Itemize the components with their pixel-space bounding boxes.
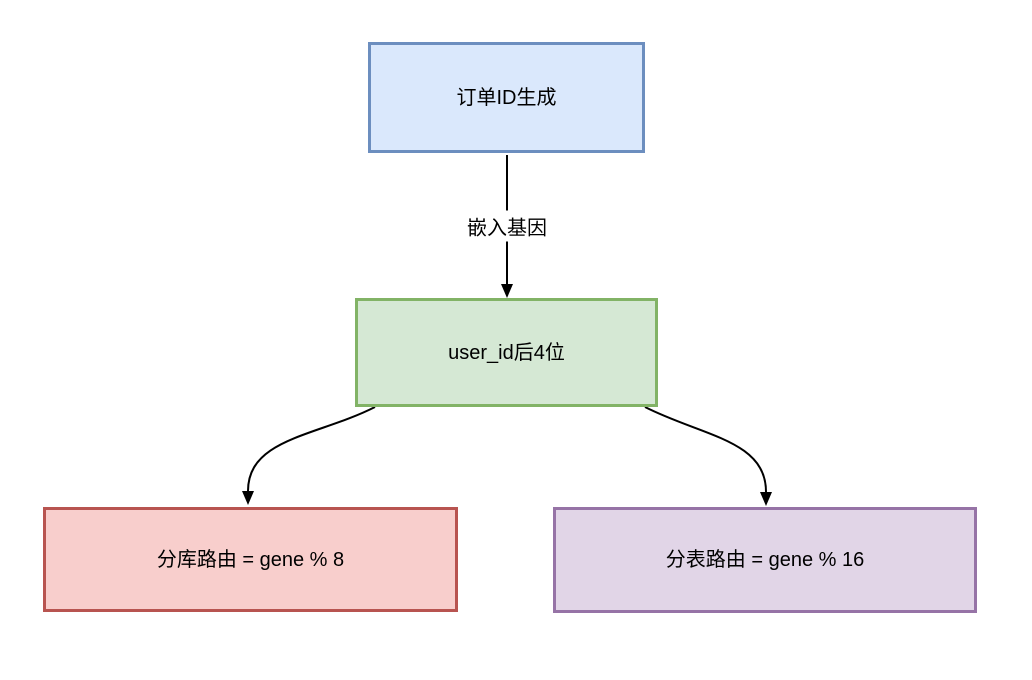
node-user-id-last4-label: user_id后4位 <box>448 341 565 364</box>
arrowhead-down-icon <box>501 284 513 298</box>
arrowhead-down-icon <box>760 492 772 506</box>
edge-to-db-routing <box>242 406 376 505</box>
node-table-routing: 分表路由 = gene % 16 <box>553 507 977 613</box>
node-db-routing-label: 分库路由 = gene % 8 <box>156 548 345 571</box>
edge-label-embed-gene: 嵌入基因 <box>464 210 550 242</box>
node-order-id-generation: 订单ID生成 <box>368 42 645 153</box>
node-user-id-last4: user_id后4位 <box>355 298 658 407</box>
arrowhead-down-icon <box>242 491 254 505</box>
edge-to-table-routing <box>644 406 772 506</box>
node-order-id-generation-label: 订单ID生成 <box>456 86 557 109</box>
node-table-routing-label: 分表路由 = gene % 16 <box>665 549 865 571</box>
node-db-routing: 分库路由 = gene % 8 <box>43 507 458 612</box>
